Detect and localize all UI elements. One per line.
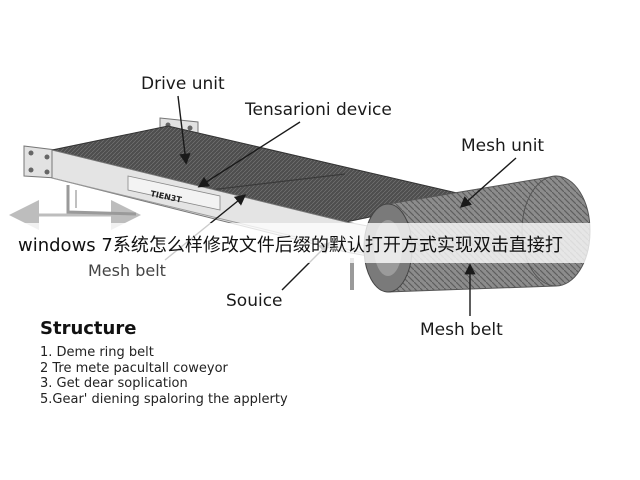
caption-banner-text: windows 7系统怎么样修改文件后缀的默认打开方式实现双击直接打 (18, 235, 563, 256)
label-mesh-unit: Mesh unit (461, 136, 545, 156)
label-drive-unit: Drive unit (141, 74, 225, 94)
structure-item: 3. Get dear soplication (40, 376, 188, 391)
structure-title: Structure (40, 318, 137, 339)
structure-list: 1. Deme ring belt 2 Tre mete pacultall c… (40, 345, 288, 407)
left-bracket (23, 145, 57, 179)
label-source: Souice (226, 291, 283, 311)
tension-seam (209, 173, 346, 191)
label-mesh-belt-right: Mesh belt (420, 320, 503, 340)
structure-item: 1. Deme ring belt (40, 345, 154, 360)
label-tension-device: Tensarioni device (245, 100, 392, 120)
structure-item: 2 Tre mete pacultall coweyor (40, 360, 228, 376)
label-mesh-belt-left: Mesh belt (88, 261, 166, 280)
caption-banner (0, 223, 640, 263)
structure-item: 5.Gear' diening spaloring the applerty (40, 391, 288, 407)
